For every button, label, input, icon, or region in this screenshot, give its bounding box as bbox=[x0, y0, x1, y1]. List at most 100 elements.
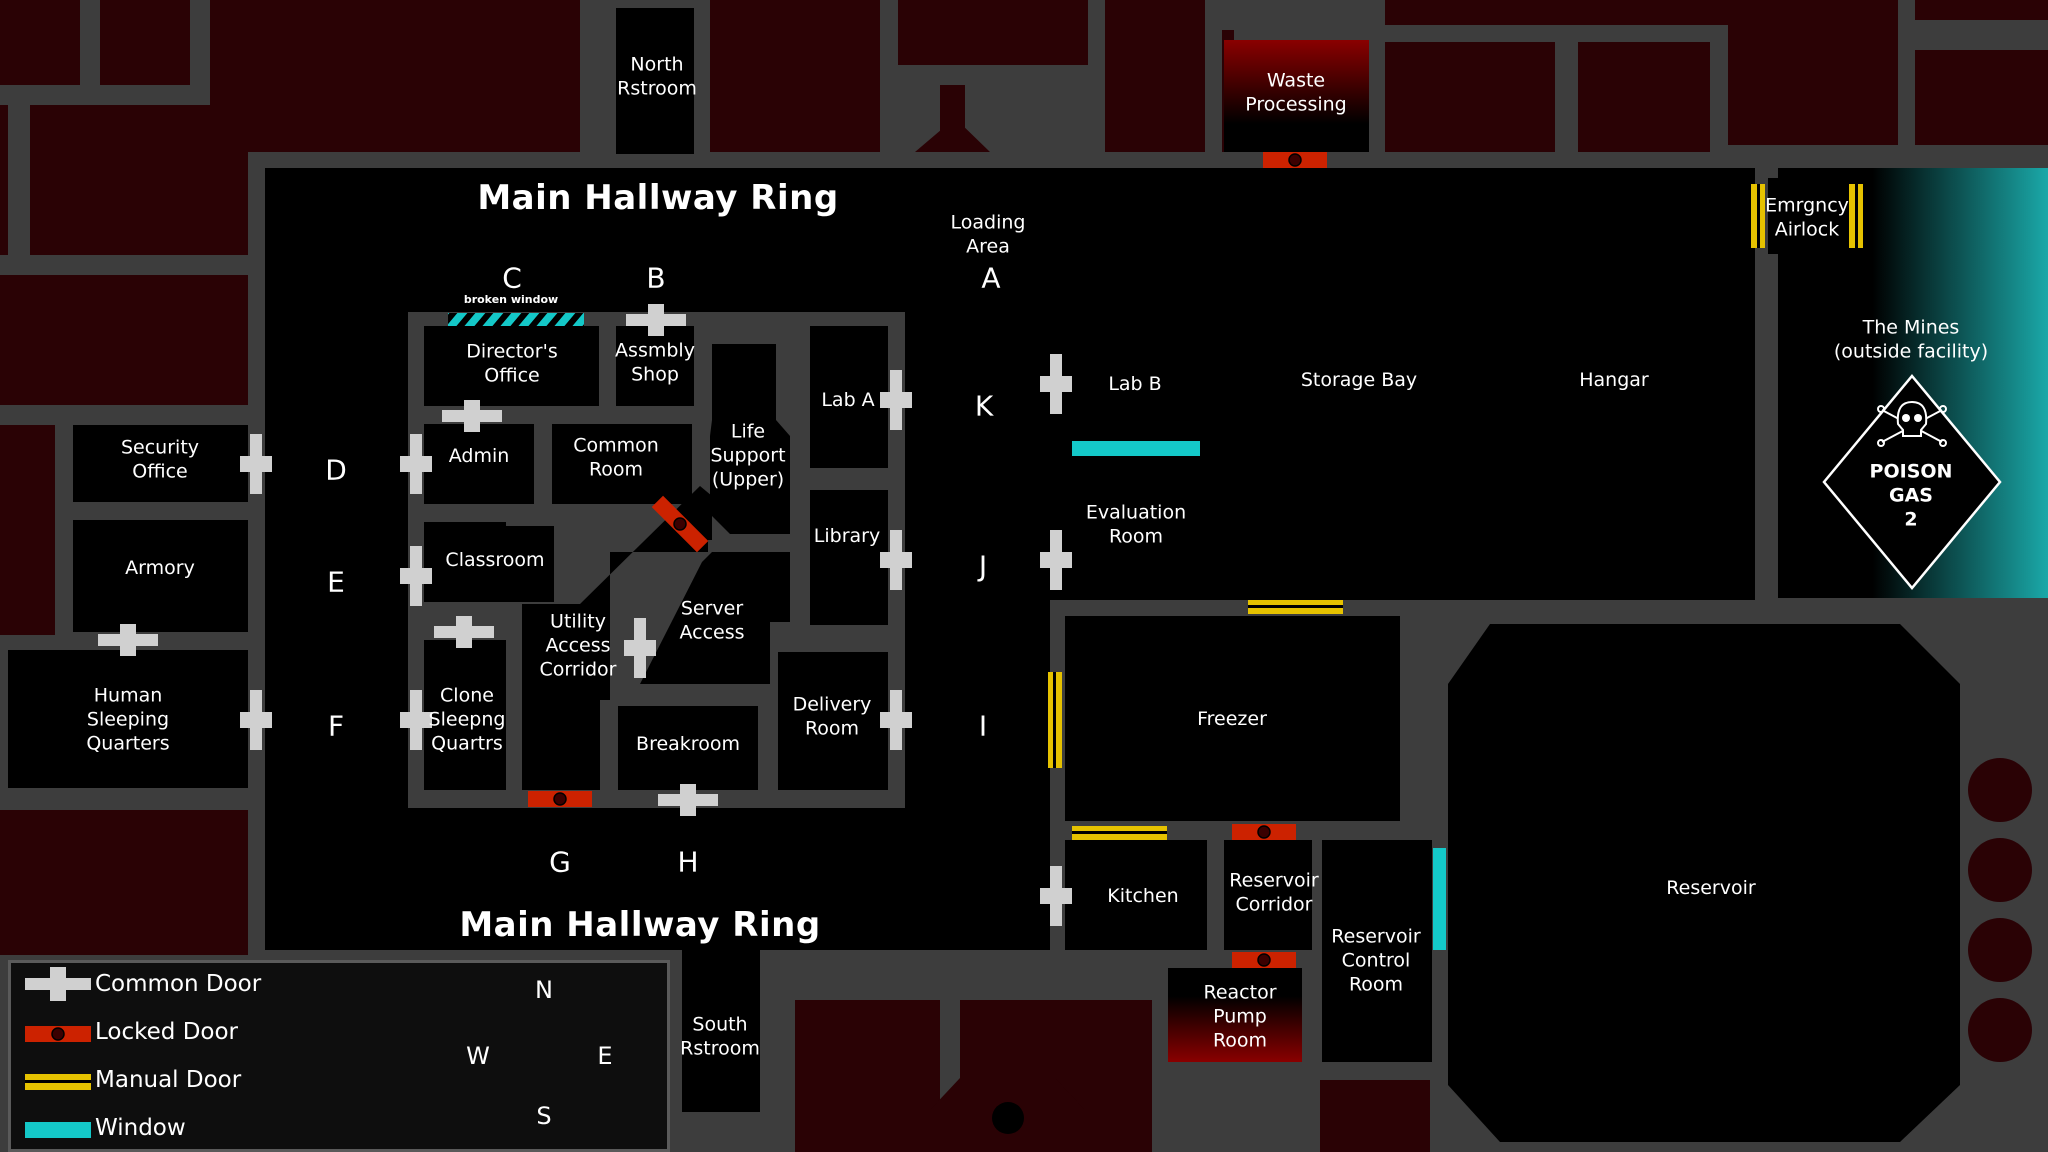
lab-b-room bbox=[1065, 328, 1207, 440]
hallway-label-north: Main Hallway Ring bbox=[477, 177, 839, 218]
reservoir-control-room bbox=[1322, 840, 1432, 1062]
kitchen-room bbox=[1065, 840, 1207, 950]
locked-doors bbox=[528, 152, 1327, 968]
common-room-room bbox=[552, 424, 692, 504]
hall-marker-h: H bbox=[677, 845, 699, 879]
compass-north: N bbox=[535, 976, 553, 1004]
room-label-lab-b: Lab B bbox=[1108, 373, 1162, 396]
room-label-common-room: Common Room bbox=[573, 434, 659, 480]
hall-marker-j: J bbox=[978, 549, 988, 583]
compass-west: W bbox=[466, 1042, 490, 1070]
reservoir-tanks bbox=[1968, 758, 2032, 1062]
room-label-admin: Admin bbox=[448, 445, 510, 468]
room-label-server-access: Server Access bbox=[679, 597, 745, 643]
room-label-library: Library bbox=[813, 525, 881, 548]
utility-corridor-room bbox=[522, 486, 712, 790]
legend-label-locked-door: Locked Door bbox=[95, 1019, 238, 1045]
compass-south: S bbox=[536, 1102, 552, 1130]
reservoir-corridor-room bbox=[1224, 840, 1312, 950]
room-label-loading-area: Loading Area bbox=[950, 211, 1026, 257]
armory-room bbox=[73, 520, 248, 632]
directors-office-room bbox=[424, 326, 599, 406]
manual-doors bbox=[1048, 184, 1863, 840]
room-label-reactor-pump: Reactor Pump Room bbox=[1203, 981, 1277, 1051]
room-label-armory: Armory bbox=[125, 557, 195, 580]
room-label-hangar: Hangar bbox=[1579, 369, 1649, 392]
delivery-room-room bbox=[778, 652, 888, 790]
hall-marker-d: D bbox=[325, 453, 347, 487]
room-label-human-sleeping: Human Sleeping Quarters bbox=[86, 684, 170, 754]
lab-b-window bbox=[1072, 441, 1200, 456]
room-label-assembly-shop: Assmbly Shop bbox=[615, 339, 695, 385]
locked-door-icon bbox=[25, 1026, 91, 1042]
poison-gas-text: POISON GAS 2 bbox=[1869, 460, 1953, 530]
legend-label-manual-door: Manual Door bbox=[95, 1067, 242, 1093]
compass-east: E bbox=[597, 1042, 613, 1070]
hall-marker-c: C bbox=[502, 261, 522, 295]
life-support-room bbox=[710, 344, 790, 534]
map-legend: Common Door Locked Door Manual Door Wind… bbox=[8, 960, 670, 1152]
hall-marker-k: K bbox=[974, 389, 994, 423]
room-label-delivery-room: Delivery Room bbox=[792, 693, 872, 739]
admin-room bbox=[424, 424, 534, 504]
room-label-directors-office: Director's Office bbox=[466, 340, 558, 386]
manual-door-icon bbox=[25, 1074, 91, 1090]
room-label-reservoir: Reservoir bbox=[1666, 877, 1756, 900]
skull-crossbones-icon bbox=[1877, 400, 1947, 447]
room-label-life-support: Life Support (Upper) bbox=[710, 420, 786, 490]
room-label-evaluation-room: Evaluation Room bbox=[1085, 501, 1187, 547]
room-label-emergency-airlock: Emrgncy Airlock bbox=[1765, 194, 1849, 240]
hallway-label-south: Main Hallway Ring bbox=[459, 904, 821, 945]
room-label-kitchen: Kitchen bbox=[1107, 885, 1179, 908]
room-label-lab-a: Lab A bbox=[821, 389, 875, 412]
freezer-room bbox=[1065, 616, 1400, 821]
common-door-icon bbox=[25, 967, 91, 1001]
hall-marker-f: F bbox=[327, 709, 345, 743]
broken-window-note: broken window bbox=[463, 293, 559, 307]
room-label-security-office: Security Office bbox=[120, 436, 200, 482]
common-doors-horizontal bbox=[98, 304, 718, 816]
reactor-pump-room bbox=[1168, 968, 1302, 1062]
security-office-room bbox=[73, 425, 248, 502]
hall-marker-a: A bbox=[981, 261, 1001, 295]
room-label-north-restroom: North Rstroom bbox=[617, 53, 697, 99]
assembly-shop-room bbox=[616, 326, 694, 406]
north-restroom-room bbox=[616, 8, 694, 154]
library-room bbox=[810, 490, 888, 625]
reservoir-control-window bbox=[1433, 848, 1446, 950]
window-icon bbox=[25, 1122, 91, 1138]
breakroom-room bbox=[618, 706, 758, 790]
hall-marker-b: B bbox=[646, 261, 666, 295]
hall-marker-i: I bbox=[978, 709, 988, 743]
room-label-reservoir-control: Reservoir Control Room bbox=[1331, 925, 1421, 995]
common-doors-vertical bbox=[240, 354, 1072, 926]
room-label-storage-bay: Storage Bay bbox=[1300, 369, 1418, 392]
room-label-clone-sleeping: Clone Sleepng Quartrs bbox=[428, 684, 506, 754]
room-label-the-mines: The Mines (outside facility) bbox=[1833, 316, 1989, 362]
room-label-waste-processing: Waste Processing bbox=[1245, 69, 1347, 115]
server-access-room bbox=[640, 552, 790, 684]
clone-sleeping-room bbox=[424, 640, 506, 790]
waste-processing-room bbox=[1224, 40, 1369, 152]
lab-a-room bbox=[810, 326, 888, 468]
reservoir-room bbox=[1448, 624, 1960, 1142]
room-label-utility-corridor: Utility Access Corridor bbox=[539, 610, 617, 680]
room-label-south-restroom: South Rstroom bbox=[680, 1013, 760, 1059]
hall-marker-e: E bbox=[327, 565, 345, 599]
storage-bay-room bbox=[1222, 168, 1755, 600]
classroom-room bbox=[424, 522, 554, 602]
south-restroom-room bbox=[682, 950, 760, 1112]
hall-marker-g: G bbox=[549, 845, 571, 879]
room-label-reservoir-corridor: Reservoir Corridor bbox=[1229, 869, 1319, 915]
room-label-classroom: Classroom bbox=[445, 549, 545, 572]
poison-gas-sign bbox=[1822, 374, 2002, 590]
room-label-breakroom: Breakroom bbox=[636, 733, 740, 756]
room-label-freezer: Freezer bbox=[1197, 708, 1267, 731]
legend-label-common-door: Common Door bbox=[95, 971, 262, 997]
evaluation-room-room bbox=[1065, 458, 1207, 598]
legend-label-window: Window bbox=[95, 1115, 186, 1141]
broken-window bbox=[448, 313, 584, 326]
human-sleeping-room bbox=[8, 650, 248, 788]
